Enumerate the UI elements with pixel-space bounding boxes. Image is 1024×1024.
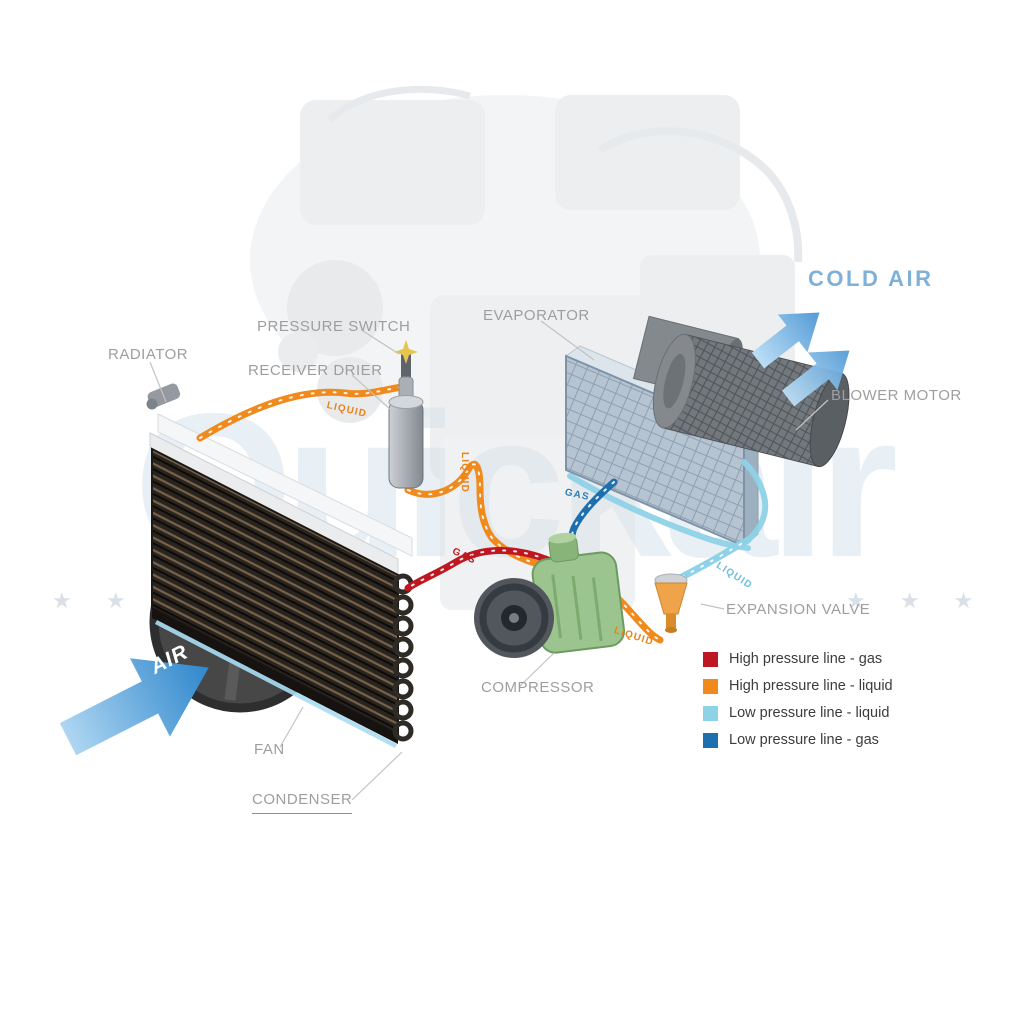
compressor-graphic bbox=[474, 532, 626, 658]
legend-item: High pressure line - liquid bbox=[703, 678, 893, 694]
liquid-line-label: LIQUID bbox=[459, 452, 470, 494]
expansion-valve-graphic bbox=[654, 573, 688, 633]
engine-ghost bbox=[250, 85, 803, 610]
legend-swatch bbox=[703, 678, 718, 694]
low-pressure-loop bbox=[741, 459, 769, 543]
high-pressure-liquid-pipe bbox=[196, 383, 664, 644]
legend-label: High pressure line - liquid bbox=[729, 678, 893, 694]
leader-lines bbox=[149, 320, 829, 801]
fan-label: FAN bbox=[254, 741, 285, 758]
legend-item: High pressure line - gas bbox=[703, 651, 893, 667]
legend-item: Low pressure line - liquid bbox=[703, 705, 893, 721]
radiator-label: RADIATOR bbox=[108, 346, 189, 363]
expansion-valve-label: EXPANSION VALVE bbox=[726, 601, 871, 618]
high-pressure-gas-pipe bbox=[404, 547, 552, 592]
air-arrow bbox=[59, 658, 209, 756]
cold-air-arrows bbox=[751, 312, 850, 407]
condenser-label: CONDENSER bbox=[252, 791, 352, 814]
blower-motor-label: BLOWER MOTOR bbox=[831, 387, 962, 404]
compressor-label: COMPRESSOR bbox=[481, 679, 595, 696]
cold-air-label: COLD AIR bbox=[808, 266, 934, 291]
blower-motor-graphic bbox=[632, 315, 850, 468]
legend-label: Low pressure line - gas bbox=[729, 732, 879, 748]
watermark-stars-right: ★ ★ ★ bbox=[846, 588, 988, 613]
pressure-switch-graphic bbox=[394, 340, 418, 364]
legend-label: Low pressure line - liquid bbox=[729, 705, 890, 721]
legend-swatch bbox=[703, 732, 718, 748]
pressure-switch-label: PRESSURE SWITCH bbox=[257, 318, 411, 335]
evaporator-label: EVAPORATOR bbox=[483, 307, 590, 324]
legend-label: High pressure line - gas bbox=[729, 651, 883, 667]
receiver-drier-graphic bbox=[388, 340, 424, 489]
condenser-graphic bbox=[149, 432, 414, 748]
legend-swatch bbox=[703, 705, 718, 721]
receiver-drier-label: RECEIVER DRIER bbox=[248, 362, 383, 379]
legend-swatch bbox=[703, 651, 718, 667]
legend-item: Low pressure line - gas bbox=[703, 732, 893, 748]
